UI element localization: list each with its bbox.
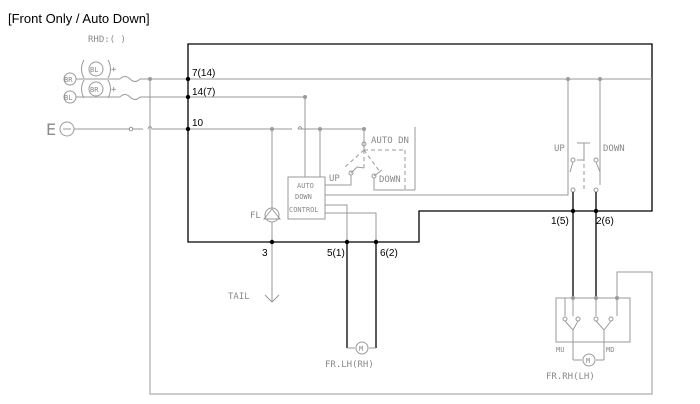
- control-line-3: CONTROL: [289, 206, 319, 214]
- switch-down-label: DOWN: [379, 175, 401, 185]
- connector-6-2: 6(2): [380, 248, 398, 259]
- diagram-title: [Front Only / Auto Down]: [8, 11, 150, 26]
- control-line-2: DOWN: [295, 193, 312, 201]
- wire-ground: [132, 126, 292, 130]
- control-line-1: AUTO: [297, 182, 314, 190]
- wire-bypass: [149, 79, 653, 395]
- connector-3: 3: [262, 248, 268, 259]
- connector-1-5: 1(5): [551, 216, 569, 227]
- right-down-label: DOWN: [603, 144, 625, 154]
- wire-plus-1: +: [111, 65, 117, 75]
- wire-color-bl-2: BL: [64, 94, 72, 102]
- power-feed-1: BR BL +: [63, 59, 141, 86]
- power-feed-2: BL BR +: [63, 79, 141, 104]
- relay-md-label: MD: [606, 346, 614, 354]
- ground-label: E: [46, 120, 56, 139]
- connector-10: 10: [192, 118, 204, 129]
- motor-right-icon: [582, 353, 596, 367]
- motor-left-icon: [355, 341, 369, 355]
- relay-block: [555, 297, 631, 343]
- rhd-label: RHD:( ): [88, 35, 126, 45]
- fl-label: FL: [250, 211, 261, 221]
- wire-plus-2: +: [111, 85, 117, 95]
- connector-2-6: 2(6): [596, 216, 614, 227]
- wire-color-bl-1: BL: [90, 66, 98, 74]
- wire-color-br-1: BR: [64, 76, 73, 84]
- tail-label: TAIL: [228, 292, 250, 302]
- auto-down-control-box: [287, 176, 326, 220]
- motor-left-symbol: M: [359, 345, 363, 353]
- connector-5-1: 5(1): [327, 248, 345, 259]
- switch-up-label: UP: [329, 174, 340, 184]
- motor-right-label: FR.RH(LH): [546, 372, 595, 382]
- switch-housing-outline: [187, 43, 653, 243]
- motor-left-label: FR.LH(RH): [325, 360, 374, 370]
- connector-14-7: 14(7): [192, 87, 215, 98]
- auto-dn-label: AUTO DN: [371, 136, 409, 146]
- relay-mu-label: MU: [556, 346, 564, 354]
- motor-right-symbol: M: [586, 357, 590, 365]
- wire-color-br-2: BR: [90, 86, 99, 94]
- right-up-label: UP: [554, 144, 565, 154]
- wire-feed-mid: [140, 96, 306, 129]
- connector-7-14: 7(14): [192, 68, 215, 79]
